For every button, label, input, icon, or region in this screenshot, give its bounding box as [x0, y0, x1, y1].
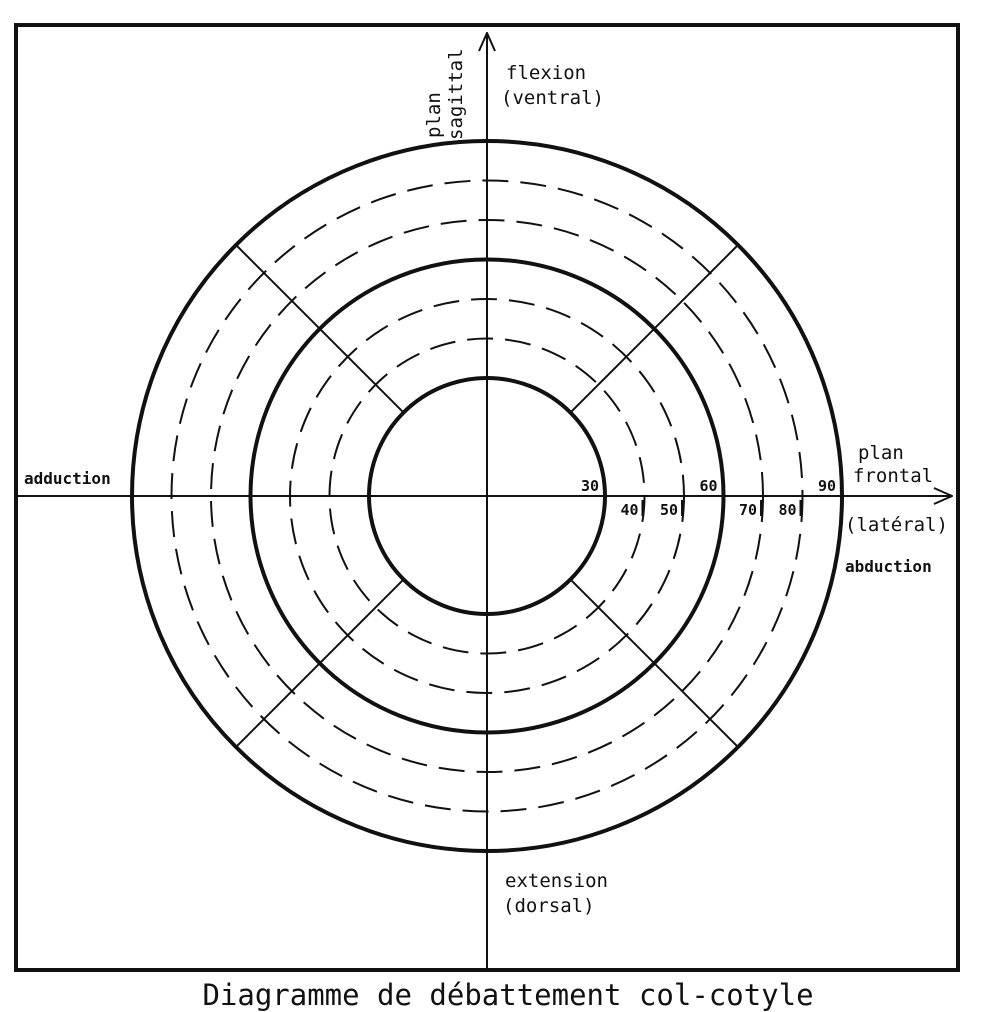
diagonal-315 [569, 578, 739, 748]
horizontal-plane-name-line1: plan [858, 442, 904, 464]
ring-label-40: 40 [620, 501, 638, 519]
ring-label-60: 60 [699, 477, 717, 495]
vertical-plane-name-line1: plan [423, 92, 445, 138]
diagram-frame [14, 23, 960, 972]
dorsal-label: (dorsal) [503, 895, 595, 917]
vertical-plane-name-line2: sagittal [445, 48, 467, 140]
abduction-label: abduction [845, 557, 932, 576]
ring-label-30: 30 [581, 477, 599, 495]
ring-label-70: 70 [739, 501, 757, 519]
ring-label-50: 50 [660, 501, 678, 519]
diagonal-135 [235, 244, 405, 414]
lateral-label: (latéral) [845, 514, 948, 536]
ring-labels-group: 30 40 50 60 70 80 90 [581, 477, 836, 519]
horizontal-plane-name-line2: frontal [853, 465, 933, 487]
adduction-label: adduction [24, 469, 111, 488]
ventral-label: (ventral) [501, 87, 604, 109]
diagonal-225 [235, 578, 405, 748]
ring-label-90: 90 [818, 477, 836, 495]
diagonals-group [235, 244, 739, 748]
flexion-label: flexion [506, 62, 586, 84]
extension-label: extension [505, 870, 608, 892]
diagram-title: Diagramme de débattement col-cotyle [202, 978, 813, 1012]
diagonal-45 [569, 244, 739, 414]
ring-label-80: 80 [778, 501, 796, 519]
